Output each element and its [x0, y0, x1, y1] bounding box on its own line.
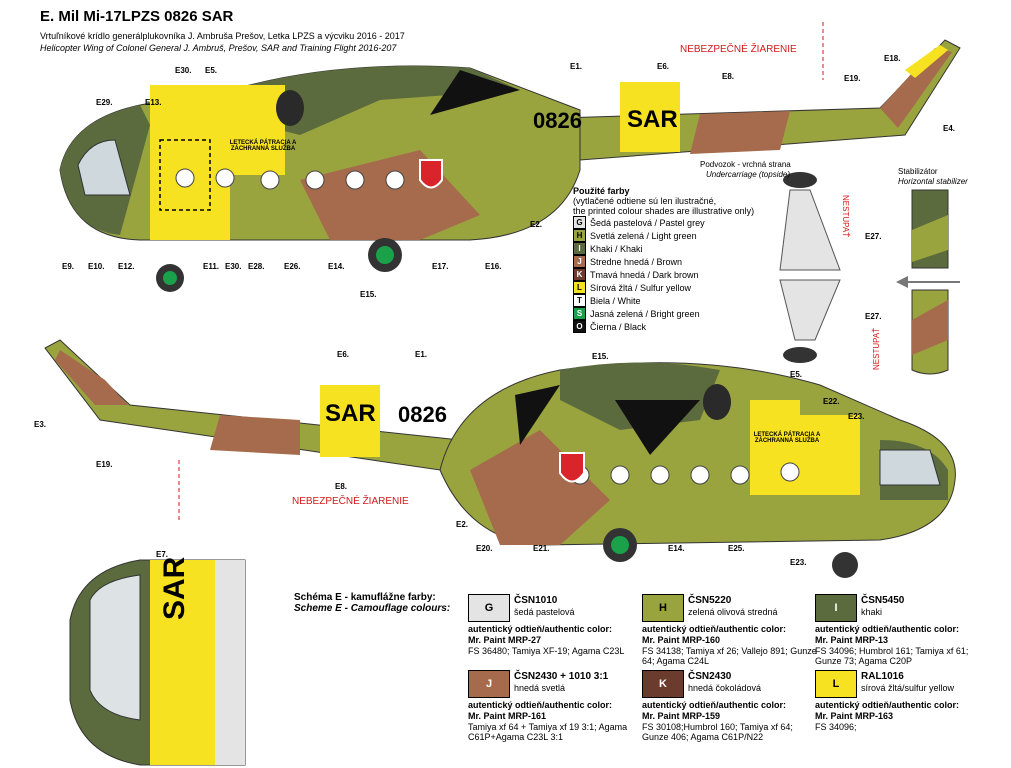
- side-view-right: [59, 39, 961, 292]
- callout: E5.: [790, 370, 803, 379]
- callout: E14.: [668, 544, 685, 553]
- serial-top: 0826: [533, 108, 582, 133]
- undercarriage-views: [779, 172, 841, 363]
- stabilizer-view: [896, 189, 960, 375]
- rescue-bottom: LETECKÁ PÁTRACIA A ZÁCHRANNÁ SLUŽBA: [753, 432, 821, 444]
- callout: E9.: [62, 262, 75, 271]
- callout: E19.: [844, 74, 861, 83]
- callout: E29.: [96, 98, 113, 107]
- callout: E17.: [432, 262, 449, 271]
- callout: E8.: [722, 72, 735, 81]
- callout: E14.: [328, 262, 345, 271]
- callout: E25.: [728, 544, 745, 553]
- callout: E20.: [476, 544, 493, 553]
- callout: E27.: [865, 232, 882, 241]
- callout: E8.: [335, 482, 348, 491]
- warning-bottom: NEBEZPEČNÉ ŽIARENIE: [292, 496, 409, 507]
- subtitle-sk: Vrtuľníkové krídlo generálplukovníka J. …: [40, 31, 405, 41]
- callout: E6.: [337, 350, 350, 359]
- callout: E2.: [456, 520, 469, 529]
- nestupat-2: NESTUPAŤ: [872, 327, 881, 370]
- nose-top-view: [69, 559, 246, 766]
- callout: E26.: [284, 262, 301, 271]
- callout: E19.: [96, 460, 113, 469]
- legend-note-1: (vytlačené odtiene sú len ilustračné,: [573, 196, 717, 206]
- schema-title: Schéma E - kamuflážne farby: Scheme E - …: [294, 592, 450, 614]
- stabilizer-caption-sk: Stabilizátor: [898, 167, 938, 176]
- callout: E15.: [360, 290, 377, 299]
- callout: E30.: [175, 66, 192, 75]
- callout: E13.: [145, 98, 162, 107]
- schema-title-en: Scheme E - Camouflage colours:: [294, 603, 451, 614]
- callout: E4.: [943, 124, 956, 133]
- callout: E1.: [570, 62, 583, 71]
- callout: E11.: [203, 262, 220, 271]
- callout: E3.: [34, 420, 47, 429]
- callout: E2.: [530, 220, 543, 229]
- undercarriage-caption-sk: Podvozok - vrchná strana: [700, 160, 791, 169]
- nestupat-1: NESTUPAŤ: [841, 195, 850, 238]
- sar-bottom: SAR: [325, 400, 376, 427]
- callout: E23.: [848, 412, 865, 421]
- sar-top: SAR: [627, 106, 678, 133]
- color-legend: Použité farby (vytlačené odtiene sú len …: [573, 186, 754, 333]
- undercarriage-caption-en: Undercarriage (topside): [706, 170, 791, 179]
- rescue-top: LETECKÁ PÁTRACIA A ZÁCHRANNÁ SLUŽBA: [229, 140, 297, 152]
- schema-title-sk: Schéma E - kamuflážne farby:: [294, 592, 436, 603]
- page-title: E. Mil Mi-17LPZS 0826 SAR: [40, 8, 234, 25]
- side-view-left: [44, 339, 956, 578]
- callout: E6.: [657, 62, 670, 71]
- callout: E12.: [118, 262, 135, 271]
- stabilizer-caption-en: Horizontal stabilizer: [898, 177, 968, 186]
- callout: E18.: [884, 54, 901, 63]
- callout: E16.: [485, 262, 502, 271]
- warning-top: NEBEZPEČNÉ ŽIARENIE: [680, 44, 797, 55]
- callout: E7.: [156, 550, 169, 559]
- callout: E5.: [205, 66, 218, 75]
- serial-bottom: 0826: [398, 402, 447, 427]
- callout: E21.: [533, 544, 550, 553]
- callout: E30.: [225, 262, 242, 271]
- callout: E22.: [823, 397, 840, 406]
- callout: E10.: [88, 262, 105, 271]
- legend-note-2: the printed colour shades are illustrati…: [573, 206, 755, 216]
- subtitle-en: Helicopter Wing of Colonel General J. Am…: [40, 43, 397, 53]
- callout: E1.: [415, 350, 428, 359]
- callout: E23.: [790, 558, 807, 567]
- callout: E15.: [592, 352, 609, 361]
- callout: E28.: [248, 262, 265, 271]
- callout: E27.: [865, 312, 882, 321]
- legend-header: Použité farby: [573, 186, 630, 196]
- sar-nose: SAR: [158, 556, 191, 620]
